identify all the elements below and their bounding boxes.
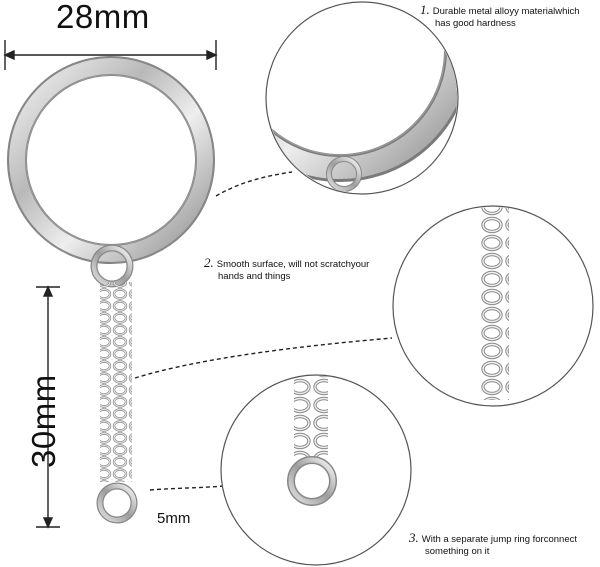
feature-number: 1. (420, 2, 430, 17)
chain-length-label: 30mm (25, 374, 62, 468)
jump-ring-size-label: 5mm (157, 510, 191, 527)
feature-text-line1: Smooth surface, will not scratchyour (216, 259, 370, 270)
ring-diameter-label: 28mm (56, 0, 150, 35)
detail-circle-2 (392, 205, 594, 407)
feature-text-line1: With a separate jump ring forconnect (421, 534, 577, 545)
width-dimension-lines (3, 40, 218, 70)
leader-lines (134, 171, 393, 491)
feature-text-line2: has good hardness (435, 18, 516, 29)
feature-text-line1: Durable metal alloyy materialwhich (432, 6, 580, 17)
detail-circle-1 (265, 1, 459, 195)
feature-note-3: 3.With a separate jump ring forconnect s… (409, 530, 577, 558)
feature-text-line2: something on it (425, 546, 490, 557)
split-ring (7, 56, 215, 264)
feature-note-1: 1.Durable metal alloyy materialwhich has… (420, 2, 580, 30)
height-dimension-lines (36, 285, 60, 529)
feature-text-line2: hands and things (218, 271, 291, 282)
detail-circle-3 (220, 374, 412, 566)
feature-number: 2. (204, 255, 214, 270)
feature-number: 3. (409, 530, 419, 545)
jump-ring (96, 482, 138, 524)
feature-note-2: 2.Smooth surface, will not scratchyour h… (204, 255, 370, 283)
chain (100, 282, 132, 482)
